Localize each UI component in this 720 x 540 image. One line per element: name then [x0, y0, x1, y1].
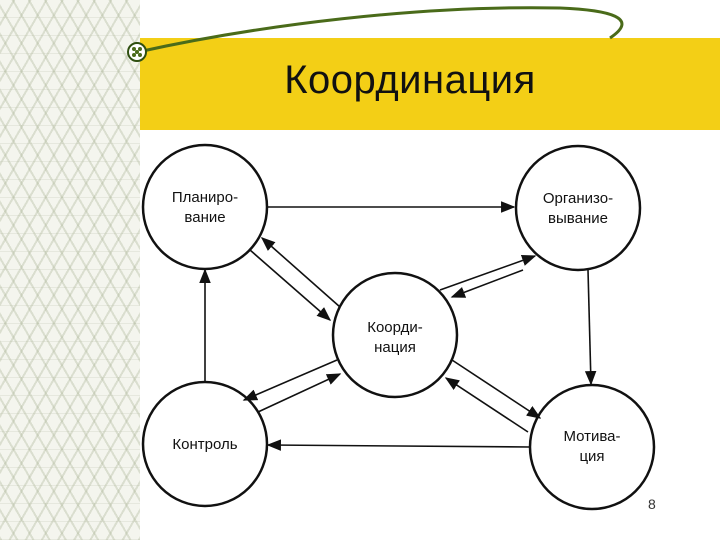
label-motivation-line2: ция: [579, 448, 604, 465]
label-coordination-line1: Коорди-: [367, 319, 423, 336]
title-bar: [140, 38, 720, 130]
decorative-pattern-strip: [0, 0, 140, 540]
label-organizing-line1: Организо-: [543, 190, 613, 207]
bullet-ornament-icon: [127, 42, 147, 62]
arrow-coordination-organizing-b: [450, 269, 524, 298]
label-planning-line2: вание: [184, 209, 225, 226]
label-organizing-line2: вывание: [548, 210, 608, 227]
arrow-coordination-motivation-a: [451, 359, 542, 419]
slide-page-number: 8: [648, 496, 656, 512]
node-organizing: [514, 144, 642, 272]
label-coordination-line2: нация: [374, 339, 416, 356]
arrow-coordination-organizing-a: [439, 254, 537, 291]
arrow-organizing-to-motivation: [584, 269, 597, 386]
node-planning: [141, 143, 269, 271]
arrow-coordination-motivation-b: [444, 377, 529, 433]
arrow-coordination-planning-b: [249, 249, 332, 321]
slide-title: Координация: [284, 58, 536, 102]
arrow-coordination-control-b: [257, 373, 342, 413]
node-coordination: [331, 271, 459, 399]
arrow-coordination-control-a: [242, 359, 338, 401]
label-motivation-line1: Мотива-: [563, 428, 620, 445]
node-motivation: [528, 383, 656, 511]
decorative-swoosh: [137, 6, 624, 54]
arrow-motivation-to-control: [266, 439, 531, 451]
arrow-coordination-planning-a: [260, 237, 341, 308]
label-control: Контроль: [172, 436, 237, 453]
label-planning-line1: Планиро-: [172, 189, 238, 206]
